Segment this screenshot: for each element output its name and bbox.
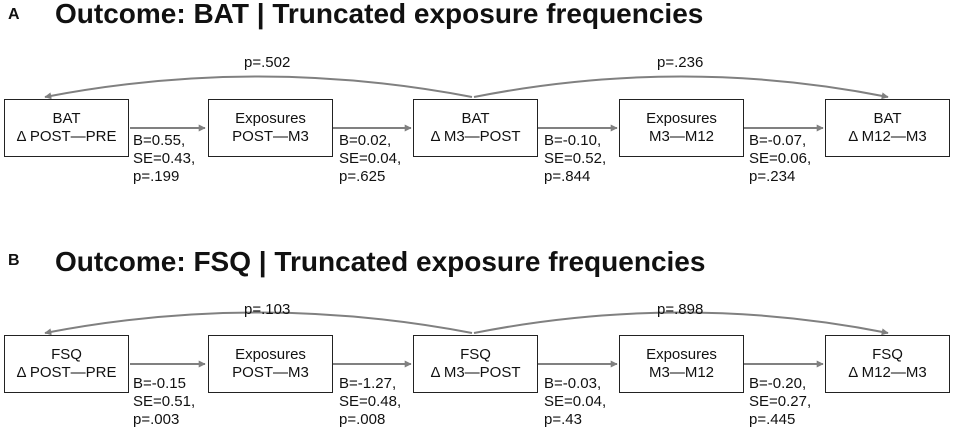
curve-arrow-right — [473, 75, 889, 100]
path-stats-2: B=-1.27, SE=0.48, p=.008 — [339, 375, 401, 429]
node-sublabel: M3—M12 — [648, 128, 715, 145]
stat-se: SE=0.04, — [544, 393, 607, 410]
panel-title: Outcome: BAT | Truncated exposure freque… — [55, 0, 704, 29]
curve-p-left: p=.502 — [244, 54, 291, 71]
node-outcome-m12-m3: FSQ Δ M12—M3 — [825, 335, 950, 393]
node-sublabel: Δ M12—M3 — [848, 364, 927, 381]
node-sublabel: Δ POST—PRE — [16, 128, 117, 145]
node-label: Exposures — [235, 346, 306, 363]
path-stats-1: B=0.55, SE=0.43, p=.199 — [133, 132, 195, 186]
curve-p-left: p=.103 — [244, 301, 291, 318]
curve-p-right: p=.898 — [657, 301, 704, 318]
panel-letter: A — [8, 6, 20, 23]
path-stats-4: B=-0.20, SE=0.27, p=.445 — [749, 375, 811, 429]
node-exposures-m3-m12: Exposures M3—M12 — [619, 335, 744, 393]
node-label: BAT — [873, 110, 902, 127]
stat-p: p=.003 — [133, 411, 180, 428]
panel-letter: B — [8, 252, 20, 269]
stat-se: SE=0.43, — [133, 150, 196, 167]
node-sublabel: Δ M3—POST — [430, 128, 521, 145]
curve-arrow-left — [44, 75, 473, 100]
node-label: FSQ — [872, 346, 903, 363]
node-label: Exposures — [646, 346, 717, 363]
node-outcome-m3-post: BAT Δ M3—POST — [413, 99, 538, 157]
node-label: Exposures — [646, 110, 717, 127]
node-sublabel: M3—M12 — [648, 364, 715, 381]
stat-p: p=.234 — [749, 168, 796, 185]
stat-b: B=-1.27, — [339, 375, 397, 392]
stat-p: p=.43 — [544, 411, 582, 428]
node-exposures-post-m3: Exposures POST—M3 — [208, 335, 333, 393]
node-label: FSQ — [460, 346, 491, 363]
stat-se: SE=0.06, — [749, 150, 812, 167]
stat-p: p=.625 — [339, 168, 386, 185]
panel-b: B Outcome: FSQ | Truncated exposure freq… — [0, 217, 957, 434]
curve-arrow-right — [473, 311, 889, 336]
node-sublabel: Δ M12—M3 — [848, 128, 927, 145]
stat-b: B=0.02, — [339, 132, 392, 149]
node-sublabel: Δ M3—POST — [430, 364, 521, 381]
node-outcome-m12-m3: BAT Δ M12—M3 — [825, 99, 950, 157]
stat-b: B=0.55, — [133, 132, 186, 149]
panel-b-arrows — [44, 311, 889, 368]
stat-p: p=.445 — [749, 411, 796, 428]
path-stats-2: B=0.02, SE=0.04, p=.625 — [339, 132, 401, 186]
stat-p: p=.008 — [339, 411, 386, 428]
stat-se: SE=0.51, — [133, 393, 196, 410]
node-outcome-post-pre: FSQ Δ POST—PRE — [4, 335, 129, 393]
stat-se: SE=0.48, — [339, 393, 402, 410]
stat-p: p=.844 — [544, 168, 591, 185]
stat-b: B=-0.20, — [749, 375, 807, 392]
node-label: Exposures — [235, 110, 306, 127]
node-outcome-post-pre: BAT Δ POST—PRE — [4, 99, 129, 157]
node-outcome-m3-post: FSQ Δ M3—POST — [413, 335, 538, 393]
node-sublabel: POST—M3 — [232, 128, 309, 145]
stat-b: B=-0.10, — [544, 132, 602, 149]
stat-b: B=-0.15 — [133, 375, 186, 392]
node-sublabel: POST—M3 — [232, 364, 309, 381]
path-stats-3: B=-0.10, SE=0.52, p=.844 — [544, 132, 606, 186]
path-stats-1: B=-0.15 SE=0.51, p=.003 — [133, 375, 195, 429]
stat-se: SE=0.27, — [749, 393, 812, 410]
stat-p: p=.199 — [133, 168, 180, 185]
curve-arrow-left — [44, 311, 473, 336]
node-label: BAT — [461, 110, 490, 127]
stat-se: SE=0.04, — [339, 150, 402, 167]
node-label: BAT — [52, 110, 81, 127]
node-label: FSQ — [51, 346, 82, 363]
path-stats-3: B=-0.03, SE=0.04, p=.43 — [544, 375, 606, 429]
curve-p-right: p=.236 — [657, 54, 704, 71]
stat-b: B=-0.07, — [749, 132, 807, 149]
panel-a-arrows — [44, 75, 889, 132]
path-stats-4: B=-0.07, SE=0.06, p=.234 — [749, 132, 811, 186]
stat-b: B=-0.03, — [544, 375, 602, 392]
panel-a: A Outcome: BAT | Truncated exposure freq… — [4, 0, 950, 186]
panel-title: Outcome: FSQ | Truncated exposure freque… — [55, 246, 706, 277]
stat-se: SE=0.52, — [544, 150, 607, 167]
node-exposures-m3-m12: Exposures M3—M12 — [619, 99, 744, 157]
node-exposures-post-m3: Exposures POST—M3 — [208, 99, 333, 157]
node-sublabel: Δ POST—PRE — [16, 364, 117, 381]
